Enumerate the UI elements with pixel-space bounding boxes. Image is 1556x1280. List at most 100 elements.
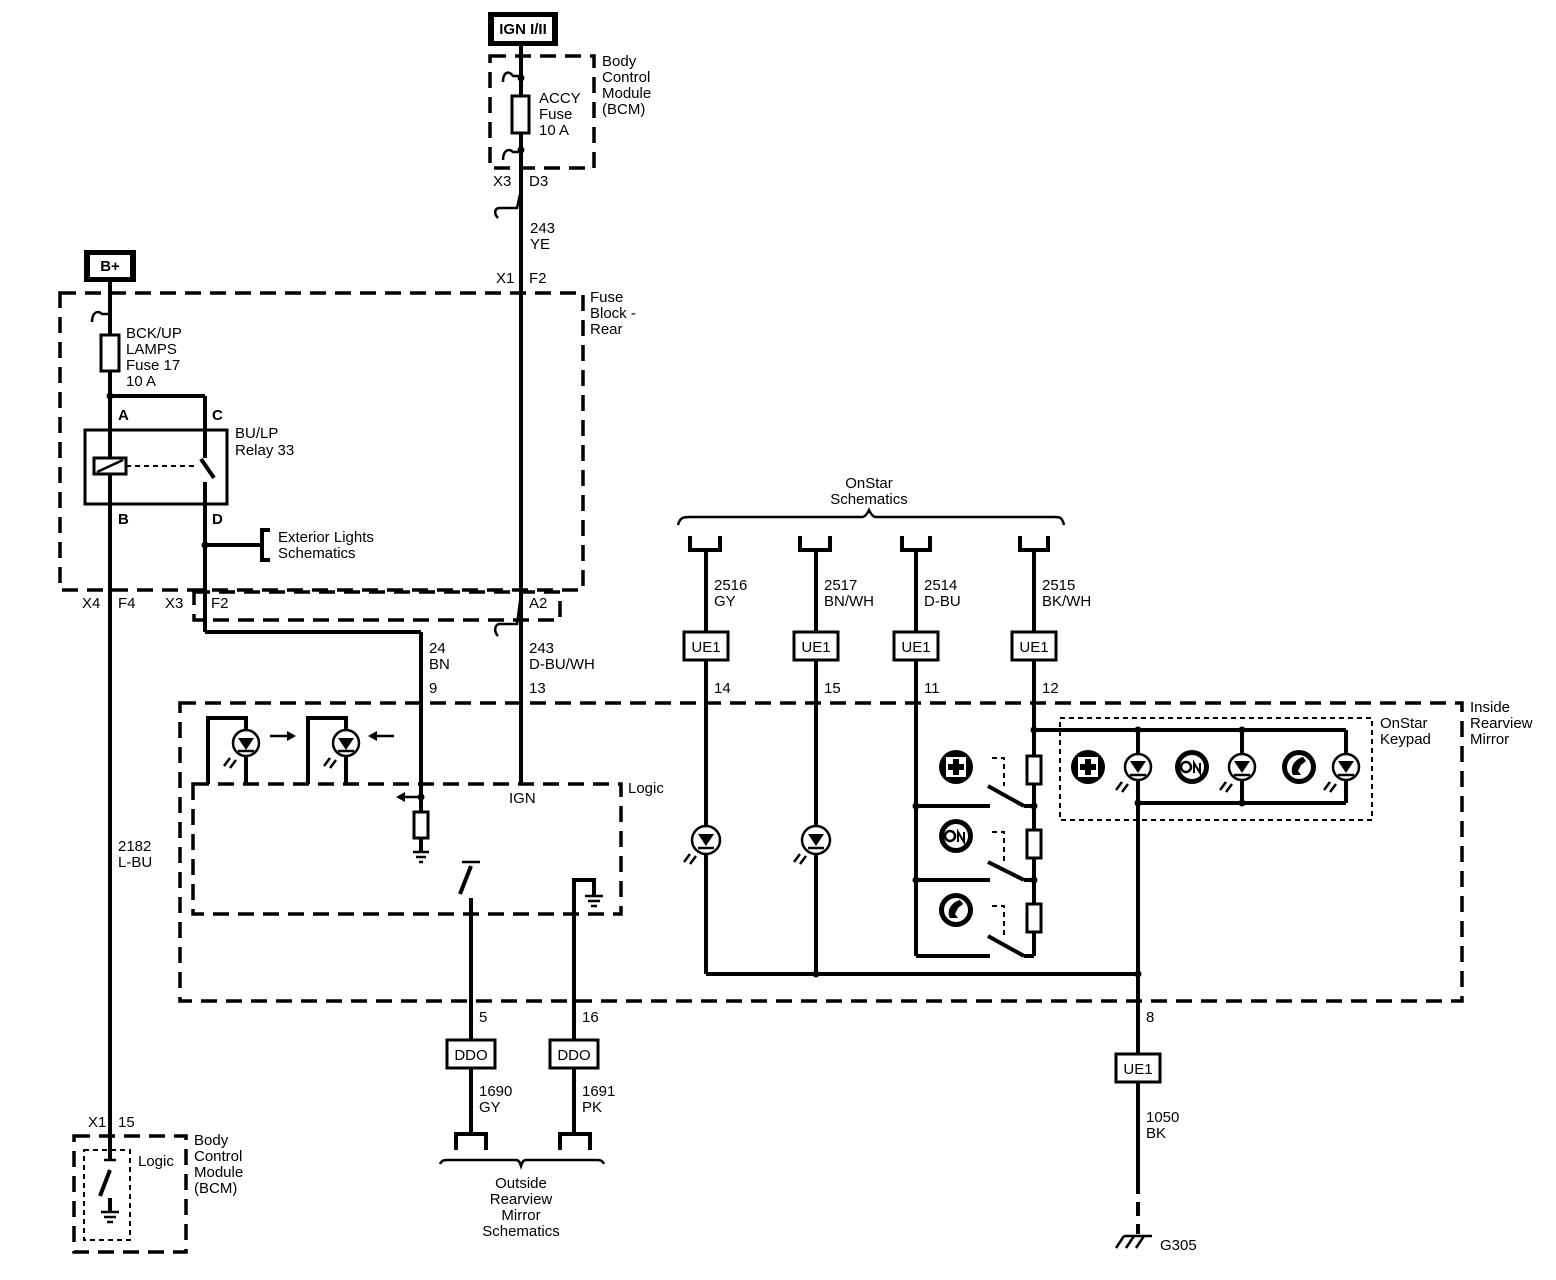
svg-text:Control: Control bbox=[602, 69, 650, 86]
svg-text:Module: Module bbox=[602, 85, 651, 102]
onstar-wire-2514: 2514 D-BU UE1 11 bbox=[892, 536, 961, 697]
svg-text:BN/WH: BN/WH bbox=[824, 593, 874, 610]
svg-text:Fuse 17: Fuse 17 bbox=[126, 357, 180, 374]
svg-text:9: 9 bbox=[429, 680, 437, 697]
svg-text:5: 5 bbox=[479, 1009, 487, 1026]
svg-text:Schematics: Schematics bbox=[830, 491, 908, 508]
svg-text:Logic: Logic bbox=[138, 1153, 174, 1170]
svg-text:X3: X3 bbox=[165, 595, 183, 612]
svg-text:11: 11 bbox=[924, 680, 940, 697]
connector-x3-shell bbox=[192, 590, 562, 622]
keypad-onstar-icon bbox=[1175, 750, 1209, 784]
phone-button-icon bbox=[939, 893, 973, 927]
svg-text:24: 24 bbox=[429, 640, 446, 657]
svg-text:(BCM): (BCM) bbox=[194, 1180, 237, 1197]
bck-up-lamps-fuse bbox=[99, 333, 121, 373]
svg-text:UE1: UE1 bbox=[1019, 639, 1048, 656]
svg-text:UE1: UE1 bbox=[1123, 1061, 1152, 1078]
svg-text:1691: 1691 bbox=[582, 1083, 615, 1100]
svg-text:X1: X1 bbox=[88, 1114, 106, 1131]
svg-text:DDO: DDO bbox=[454, 1047, 487, 1064]
svg-text:Schematics: Schematics bbox=[278, 545, 356, 562]
svg-text:2516: 2516 bbox=[714, 577, 747, 594]
emergency-button-icon bbox=[939, 750, 973, 784]
svg-text:Logic: Logic bbox=[628, 780, 664, 797]
svg-text:X3: X3 bbox=[493, 173, 511, 190]
svg-text:Fuse: Fuse bbox=[539, 106, 572, 123]
svg-text:UE1: UE1 bbox=[691, 639, 720, 656]
svg-text:Fuse: Fuse bbox=[590, 289, 623, 306]
svg-text:Rear: Rear bbox=[590, 321, 623, 338]
inside-rearview-mirror: Inside Rearview Mirror Logic IGN bbox=[178, 660, 1533, 1040]
svg-text:F4: F4 bbox=[118, 595, 136, 612]
svg-text:Outside: Outside bbox=[495, 1175, 547, 1192]
svg-text:BCK/UP: BCK/UP bbox=[126, 325, 182, 342]
svg-text:UE1: UE1 bbox=[801, 639, 830, 656]
svg-text:12: 12 bbox=[1042, 680, 1059, 697]
svg-text:2182: 2182 bbox=[118, 838, 151, 855]
onstar-wire-2517: 2517 BN/WH UE1 15 bbox=[792, 536, 874, 974]
svg-text:GY: GY bbox=[479, 1099, 501, 1116]
svg-text:BK/WH: BK/WH bbox=[1042, 593, 1091, 610]
bplus-label: B+ bbox=[100, 258, 120, 275]
svg-text:X4: X4 bbox=[82, 595, 100, 612]
svg-text:X1: X1 bbox=[496, 270, 514, 287]
svg-text:243: 243 bbox=[530, 220, 555, 237]
svg-text:10 A: 10 A bbox=[126, 373, 156, 390]
svg-text:Relay 33: Relay 33 bbox=[235, 442, 294, 459]
svg-text:15: 15 bbox=[118, 1114, 135, 1131]
svg-text:2517: 2517 bbox=[824, 577, 857, 594]
svg-text:Exterior Lights: Exterior Lights bbox=[278, 529, 374, 546]
ign-label: IGN I/II bbox=[499, 21, 547, 38]
svg-text:D: D bbox=[212, 511, 223, 528]
svg-text:Block -: Block - bbox=[590, 305, 636, 322]
svg-text:B: B bbox=[118, 511, 129, 528]
svg-text:Mirror: Mirror bbox=[501, 1207, 540, 1224]
svg-text:BU/LP: BU/LP bbox=[235, 425, 278, 442]
svg-text:F2: F2 bbox=[211, 595, 229, 612]
svg-text:D-BU: D-BU bbox=[924, 593, 961, 610]
svg-text:DDO: DDO bbox=[557, 1047, 590, 1064]
svg-text:13: 13 bbox=[529, 680, 546, 697]
svg-text:LAMPS: LAMPS bbox=[126, 341, 177, 358]
svg-text:L-BU: L-BU bbox=[118, 854, 152, 871]
svg-text:G305: G305 bbox=[1160, 1237, 1197, 1254]
svg-text:ACCY: ACCY bbox=[539, 90, 581, 107]
bplus-power-source: B+ bbox=[84, 250, 136, 282]
svg-text:Mirror: Mirror bbox=[1470, 731, 1509, 748]
onstar-keypad: OnStar Keypad bbox=[1059, 715, 1431, 821]
svg-text:14: 14 bbox=[714, 680, 731, 697]
outside-mirror-bracket: Outside Rearview Mirror Schematics bbox=[438, 1158, 606, 1240]
svg-text:C: C bbox=[212, 407, 223, 424]
svg-text:A: A bbox=[118, 407, 129, 424]
svg-text:Module: Module bbox=[194, 1164, 243, 1181]
svg-text:Rearview: Rearview bbox=[1470, 715, 1533, 732]
onstar-button-icon bbox=[939, 819, 973, 853]
svg-text:D-BU/WH: D-BU/WH bbox=[529, 656, 595, 673]
svg-text:F2: F2 bbox=[529, 270, 547, 287]
svg-text:243: 243 bbox=[529, 640, 554, 657]
svg-text:Keypad: Keypad bbox=[1380, 731, 1431, 748]
svg-text:PK: PK bbox=[582, 1099, 602, 1116]
svg-text:IGN: IGN bbox=[509, 790, 536, 807]
ddo-wire-1690: 5 DDO 1690 GY bbox=[445, 1009, 512, 1150]
svg-text:OnStar: OnStar bbox=[1380, 715, 1428, 732]
svg-text:2514: 2514 bbox=[924, 577, 957, 594]
svg-text:(BCM): (BCM) bbox=[602, 101, 645, 118]
svg-text:BK: BK bbox=[1146, 1125, 1166, 1142]
ground-g305-icon: G305 bbox=[1114, 1234, 1197, 1254]
bcm-top-module: ACCY Fuse 10 A Body Control Module (BCM) bbox=[488, 53, 651, 170]
bcm-bottom-module: X1 15 Logic Body Control Module (BCM) bbox=[72, 1114, 243, 1254]
svg-text:BN: BN bbox=[429, 656, 450, 673]
onstar-wire-2516: 2516 GY UE1 14 bbox=[682, 536, 747, 974]
svg-text:UE1: UE1 bbox=[901, 639, 930, 656]
svg-text:Schematics: Schematics bbox=[482, 1223, 560, 1240]
ground-wire-1050: 8 UE1 1050 BK bbox=[1114, 803, 1179, 1234]
svg-text:GY: GY bbox=[714, 593, 736, 610]
keypad-phone-icon bbox=[1282, 750, 1316, 784]
svg-text:D3: D3 bbox=[529, 173, 548, 190]
svg-text:Rearview: Rearview bbox=[490, 1191, 553, 1208]
ddo-wire-1691: 16 DDO 1691 PK bbox=[548, 1009, 615, 1150]
fuse-block-rear: Fuse Block - Rear BCK/UP LAMPS Fuse 17 1… bbox=[58, 289, 636, 632]
